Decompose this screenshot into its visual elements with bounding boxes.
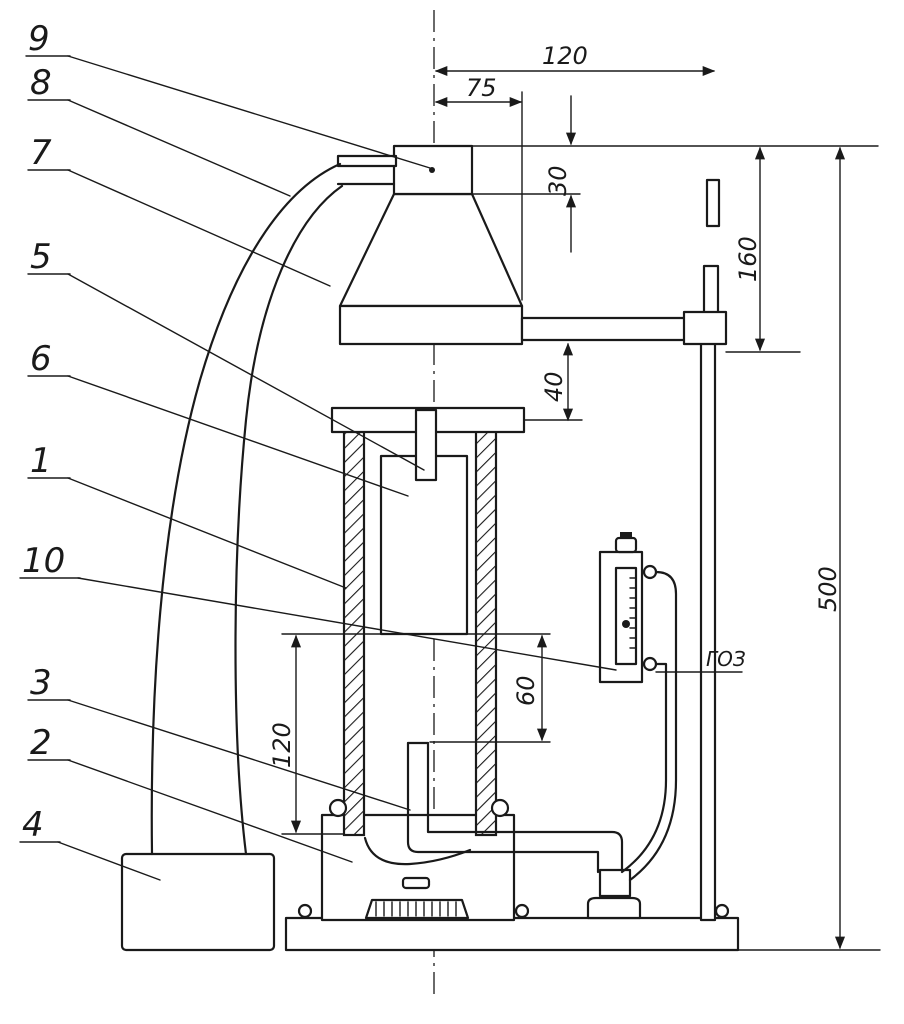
- base-plate: [284, 916, 740, 952]
- label-7: 7: [30, 133, 52, 173]
- label-10: 10: [22, 541, 65, 581]
- cylinder-bolt-left: [328, 798, 348, 818]
- leader-7: [67, 169, 331, 287]
- gear-knob-top: [401, 876, 431, 890]
- label-1: 1: [30, 441, 52, 481]
- leader-6: [67, 375, 409, 497]
- label-3: 3: [30, 663, 52, 703]
- flowmeter-tube: [614, 566, 638, 666]
- label-6: 6: [30, 339, 52, 379]
- label-4: 4: [22, 805, 44, 845]
- base-screw-left: [297, 903, 313, 919]
- gas-line-to-connector: [628, 570, 678, 882]
- flowmeter-float: [622, 620, 630, 628]
- hood-base: [338, 304, 524, 346]
- cylinder-wall-left: [342, 418, 366, 837]
- tube-8: [336, 154, 398, 168]
- cylinder-bolt-right: [490, 798, 510, 818]
- dim-500: 500: [814, 566, 842, 612]
- leader-8: [67, 99, 291, 197]
- leader-9: [67, 55, 431, 169]
- label-9: 9: [28, 19, 50, 59]
- chimney-point: [429, 167, 435, 173]
- gas-pipe-3: [406, 741, 600, 874]
- stand-rod: [699, 338, 717, 922]
- valve-base: [586, 896, 642, 920]
- dim-120-low: 120: [268, 722, 296, 768]
- cone-hood-7: [338, 192, 524, 308]
- arm-clamp: [682, 310, 728, 346]
- rod-5: [414, 408, 438, 482]
- label-2: 2: [30, 723, 52, 763]
- stand-rod-tip: [705, 178, 721, 228]
- leader-4: [57, 841, 161, 881]
- leader-10: [77, 577, 617, 671]
- flowmeter-port-bottom: [642, 656, 658, 672]
- dim-30: 30: [544, 165, 572, 196]
- dim-60: 60: [512, 675, 540, 706]
- dim-160: 160: [734, 236, 762, 282]
- base-screw-mid: [514, 903, 530, 919]
- leader-3: [67, 699, 411, 811]
- inner-sample-6: [379, 454, 469, 636]
- leader-2: [67, 759, 353, 863]
- dim-40: 40: [540, 371, 568, 402]
- gas-label: ГОЗ: [706, 647, 746, 671]
- base-screw-right: [714, 903, 730, 919]
- label-5: 5: [30, 237, 52, 277]
- gas-pipe-3-inner: [426, 741, 624, 874]
- stand-rod-upper: [702, 264, 720, 316]
- hose: [363, 836, 472, 866]
- gas-line-to-connector-2: [620, 662, 668, 874]
- gear-teeth: [375, 901, 457, 917]
- label-8: 8: [30, 63, 52, 103]
- flowmeter-port-top: [642, 564, 658, 580]
- wire-outer: [150, 162, 342, 856]
- leader-5: [67, 273, 425, 471]
- hood-arm: [520, 316, 688, 342]
- flowmeter-knob: [614, 536, 638, 554]
- wire-inner: [234, 184, 344, 856]
- cylinder-wall-right: [474, 418, 498, 837]
- box-4: [120, 852, 276, 952]
- leader-1: [67, 477, 347, 589]
- dim-75: 75: [466, 74, 497, 102]
- dim-120-top: 120: [542, 42, 588, 70]
- flowmeter-knob-cap: [620, 532, 632, 538]
- flowmeter-scale: [629, 577, 637, 649]
- pipe-connector: [598, 868, 632, 898]
- gear-knob: [364, 898, 470, 920]
